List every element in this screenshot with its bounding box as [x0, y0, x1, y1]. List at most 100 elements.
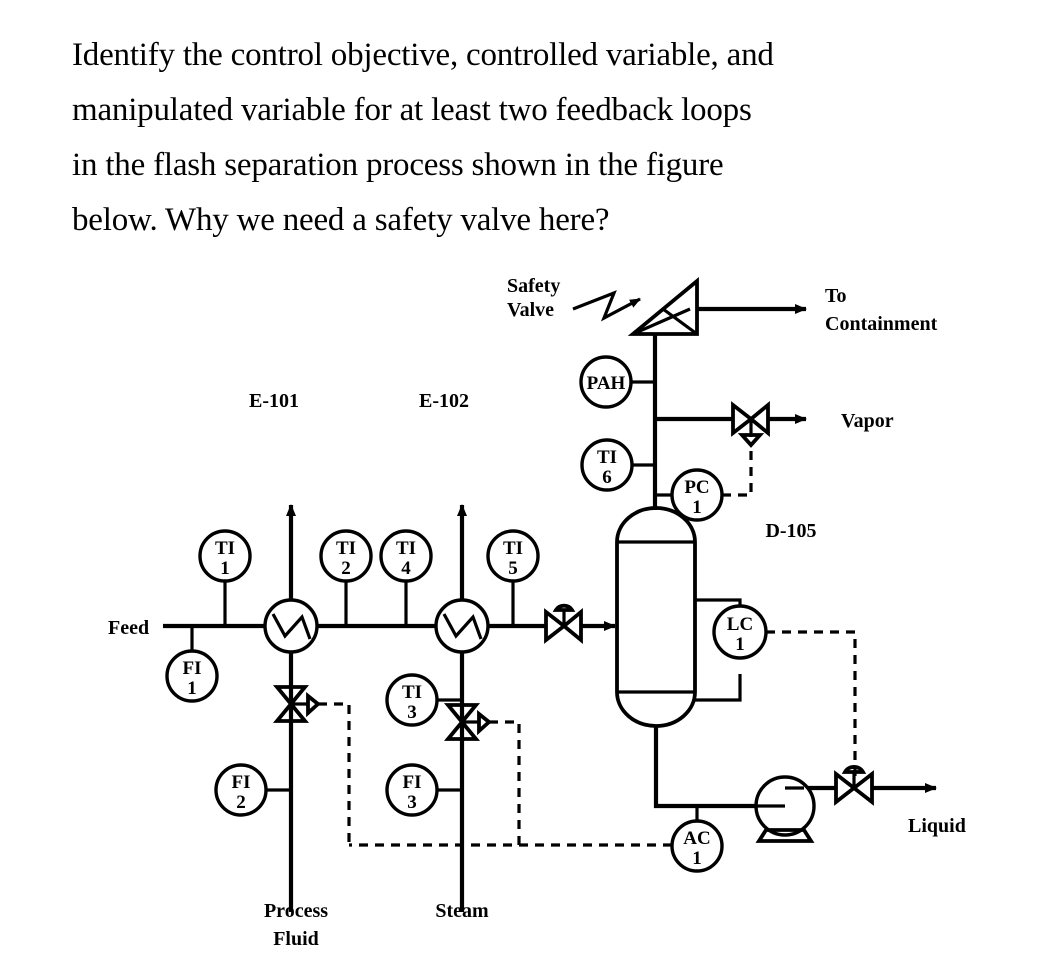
ac1-tag-letters: AC: [683, 828, 710, 849]
fi1-tag-letters: FI: [183, 658, 202, 679]
fi3-bubble: [385, 763, 439, 817]
ti3-tag-letters: TI: [402, 682, 422, 703]
fi2-bubble: [214, 763, 268, 817]
instrument-ti-4[interactable]: TI 4: [379, 529, 433, 626]
safety-valve-symbol[interactable]: [627, 276, 699, 336]
bottoms-pump[interactable]: [754, 775, 816, 843]
ti4-tag-number: 4: [401, 558, 411, 579]
flash-drum-tag: D-105: [765, 520, 816, 542]
pump-base-plate: [755, 828, 815, 843]
feed-valve-body-right: [561, 607, 583, 645]
ac1-tag-number: 1: [692, 848, 702, 869]
e102-steam-control-valve[interactable]: [443, 703, 492, 741]
instrument-fi-3[interactable]: FI 3: [385, 763, 462, 817]
instrument-ti-5[interactable]: TI 5: [486, 529, 540, 626]
question-line-1: Identify the control objective, controll…: [72, 37, 774, 73]
fi1-tag-number: 1: [187, 678, 197, 699]
process-fluid-stream-label-group: Process Fluid: [264, 900, 328, 950]
safety-valve-pointer-arrow: [572, 290, 641, 322]
liquid-valve-body-right: [850, 770, 874, 806]
heat-exchanger-e101[interactable]: E-101: [249, 390, 319, 912]
ti6-tag-number: 6: [602, 467, 612, 488]
pfd-canvas: Safety Valve To Containment PAH Vapor: [108, 275, 966, 950]
pah-tag-letters: PAH: [587, 373, 626, 394]
e102-valve-body-top: [443, 703, 481, 725]
question-line-4: below. Why we need a safety valve here?: [72, 202, 610, 238]
e102-symbol-circle: [434, 598, 490, 654]
to-containment-stream: To Containment: [697, 285, 938, 335]
ti6-bubble: [580, 438, 634, 492]
safety-valve-diag-3: [662, 307, 698, 336]
ti5-tag-letters: TI: [503, 538, 523, 559]
feed-valve-actuator: [552, 603, 576, 612]
lc1-tag-letters: LC: [727, 614, 753, 635]
vapor-valve-body-left: [731, 401, 755, 437]
flash-drum-d105[interactable]: D-105: [615, 506, 817, 728]
question-line-3: in the flash separation process shown in…: [72, 147, 724, 183]
safety-valve-annotation: Safety Valve: [507, 275, 641, 322]
fi2-tag-letters: FI: [232, 772, 251, 793]
bottoms-pipe-to-pump: [653, 726, 765, 809]
ti2-tag-letters: TI: [336, 538, 356, 559]
ti6-tag-letters: TI: [597, 447, 617, 468]
e102-symbol-zigzag: [442, 613, 483, 640]
lc1-signal-to-liquid-valve: [766, 630, 857, 782]
instrument-ti-6[interactable]: TI 6: [580, 438, 655, 492]
feed-stream-label: Feed: [108, 617, 149, 639]
instrument-pah[interactable]: PAH: [579, 355, 655, 409]
fi1-bubble: [165, 649, 219, 703]
vapor-valve-body-right: [748, 400, 770, 438]
e101-symbol-circle: [263, 598, 319, 654]
instrument-ti-1[interactable]: TI 1: [198, 529, 252, 626]
to-containment-label-line1: To: [825, 285, 847, 307]
e101-utility-control-valve[interactable]: [272, 685, 321, 723]
pc1-tag-number: 1: [692, 497, 702, 518]
liquid-control-valve[interactable]: [834, 765, 874, 806]
e102-valve-body-bottom: [443, 719, 481, 741]
e101-valve-signal-riser: [318, 702, 351, 845]
lc1-bridle-lower-tap: [695, 674, 742, 702]
process-fluid-label-line1: Process: [264, 900, 328, 922]
question-line-2: manipulated variable for at least two fe…: [72, 92, 752, 128]
e101-symbol-zigzag: [271, 613, 312, 640]
instrument-ti-2[interactable]: TI 2: [319, 529, 373, 626]
e101-tag: E-101: [249, 390, 299, 412]
e102-valve-actuator: [477, 710, 492, 736]
instrument-fi-1[interactable]: FI 1: [165, 626, 219, 703]
level-controller-lc-1[interactable]: LC 1: [695, 598, 768, 702]
lc1-tag-number: 1: [735, 634, 745, 655]
liquid-valve-actuator: [841, 765, 867, 774]
ti3-bubble: [385, 673, 439, 727]
vapor-outlet-stream: Vapor: [655, 400, 894, 448]
instrument-pc-1[interactable]: PC 1: [655, 468, 724, 522]
e101-valve-actuator: [306, 692, 321, 718]
ti4-tag-letters: TI: [396, 538, 416, 559]
ti2-bubble: [319, 529, 373, 583]
vapor-valve-actuator: [737, 433, 765, 448]
heat-exchanger-e102[interactable]: E-102: [419, 390, 490, 912]
e102-valve-signal-riser: [489, 720, 521, 845]
safety-valve-diag-1: [631, 279, 699, 336]
feed-stream: Feed: [108, 617, 616, 639]
e101-valve-body-bottom: [272, 701, 310, 723]
pc1-tag-letters: PC: [684, 477, 709, 498]
e102-tag: E-102: [419, 390, 469, 412]
ti5-tag-number: 5: [508, 558, 518, 579]
fi3-tag-number: 3: [407, 792, 417, 813]
e101-valve-body-top: [272, 685, 310, 707]
ti5-bubble: [486, 529, 540, 583]
vapor-control-valve[interactable]: [731, 400, 770, 448]
instrument-ac-1[interactable]: AC 1: [670, 806, 724, 873]
ti4-bubble: [379, 529, 433, 583]
pc1-signal-to-vapor-valve: [722, 445, 753, 497]
to-containment-label-line2: Containment: [825, 313, 938, 335]
liquid-valve-body-left: [834, 770, 858, 806]
instrument-fi-2[interactable]: FI 2: [214, 763, 291, 817]
fi2-tag-number: 2: [236, 792, 246, 813]
drum-feed-control-valve[interactable]: [544, 603, 583, 645]
instrument-ti-3[interactable]: TI 3: [385, 673, 462, 727]
safety-valve-label-line2: Valve: [507, 299, 554, 321]
ti3-tag-number: 3: [407, 702, 417, 723]
question-text-block: Identify the control objective, controll…: [72, 28, 1002, 248]
ti1-tag-letters: TI: [215, 538, 235, 559]
